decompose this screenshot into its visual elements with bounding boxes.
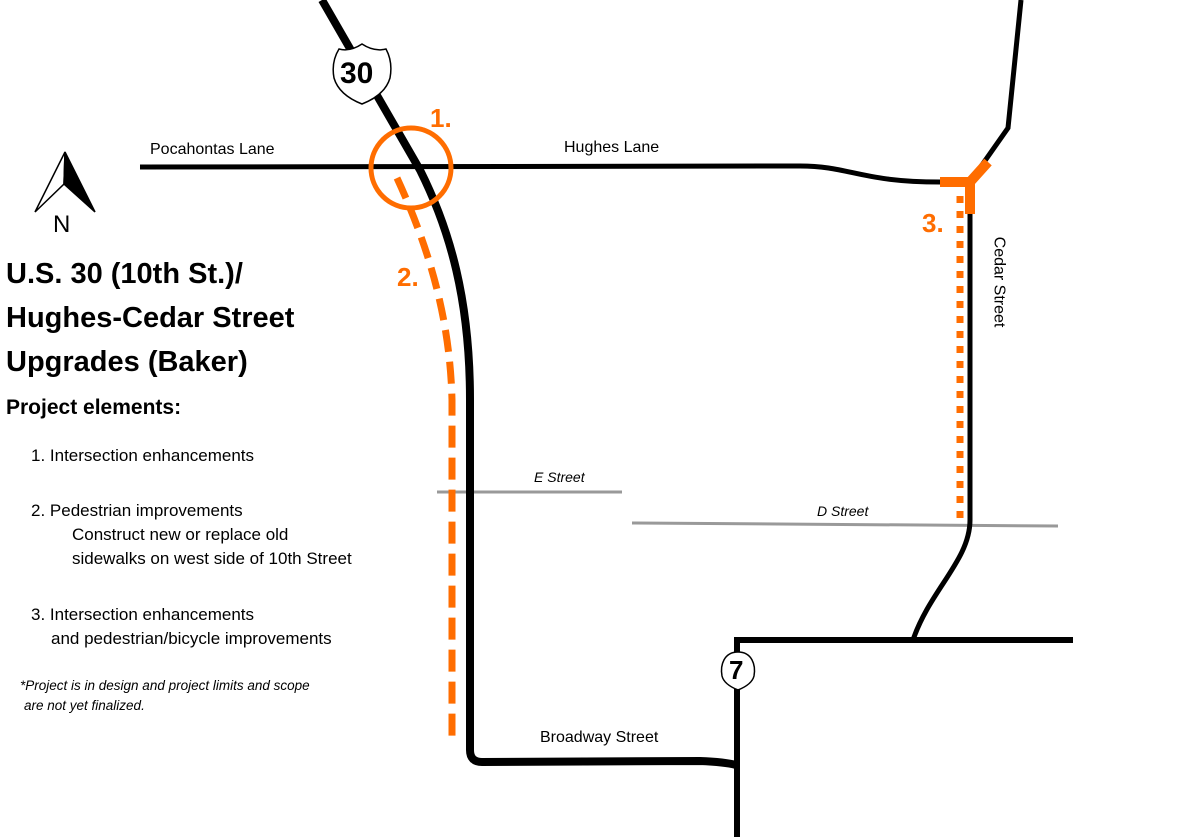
title-line-2: Hughes-Cedar Street: [6, 302, 295, 334]
project-elements-heading: Project elements:: [6, 396, 182, 419]
route7-road: [734, 637, 1073, 837]
project-element-2-title: 2. Pedestrian improvements: [31, 501, 243, 520]
project-element-3: 3. Intersection enhancements and pedestr…: [31, 603, 332, 651]
project-3-marker[interactable]: 3.: [922, 208, 944, 238]
pocahontas-lane-label: Pocahontas Lane: [150, 141, 275, 158]
project-1-marker[interactable]: 1.: [430, 103, 452, 133]
or7-shield-label: 7: [729, 655, 744, 685]
or7-shield-icon: [720, 651, 756, 691]
project-element-2-desc-1: Construct new or replace old: [72, 525, 289, 544]
project-element-3-desc: and pedestrian/bicycle improvements: [51, 629, 332, 648]
hughes-lane-road: [139, 163, 965, 185]
project-2-marker[interactable]: 2.: [397, 262, 419, 292]
disclaimer-line-1: *Project is in design and project limits…: [20, 678, 310, 693]
map-title: U.S. 30 (10th St.)/ Hughes-Cedar Street …: [6, 252, 294, 384]
disclaimer-note: *Project is in design and project limits…: [20, 676, 310, 716]
project-element-1: 1. Intersection enhancements: [31, 444, 254, 468]
cedar-street-label: Cedar Street: [990, 236, 1008, 328]
us30-road: [318, 0, 738, 769]
project-element-1-title: 1. Intersection enhancements: [31, 446, 255, 465]
cedar-street-road: [910, 0, 1024, 641]
project-element-3-title: 3. Intersection enhancements: [31, 605, 255, 624]
project-3-intersection[interactable]: [940, 158, 992, 214]
us30-shield-label: 30: [340, 57, 374, 90]
project-2-sidewalk-line[interactable]: [393, 176, 456, 745]
d-street-road: [631, 521, 1059, 528]
project-element-2-desc-2: sidewalks on west side of 10th Street: [72, 549, 352, 568]
north-arrow-icon: [34, 151, 96, 213]
project-element-2: 2. Pedestrian improvements Construct new…: [31, 499, 352, 571]
d-street-label: D Street: [817, 503, 869, 519]
hughes-lane-label: Hughes Lane: [564, 139, 660, 156]
north-label: N: [53, 211, 71, 238]
title-line-1: U.S. 30 (10th St.)/: [6, 258, 243, 290]
disclaimer-line-2: are not yet finalized.: [24, 698, 145, 713]
broadway-street-label: Broadway Street: [540, 729, 659, 746]
title-line-3: Upgrades (Baker): [6, 346, 248, 378]
e-street-label: E Street: [534, 469, 585, 485]
us30-shield-icon: [332, 43, 392, 105]
